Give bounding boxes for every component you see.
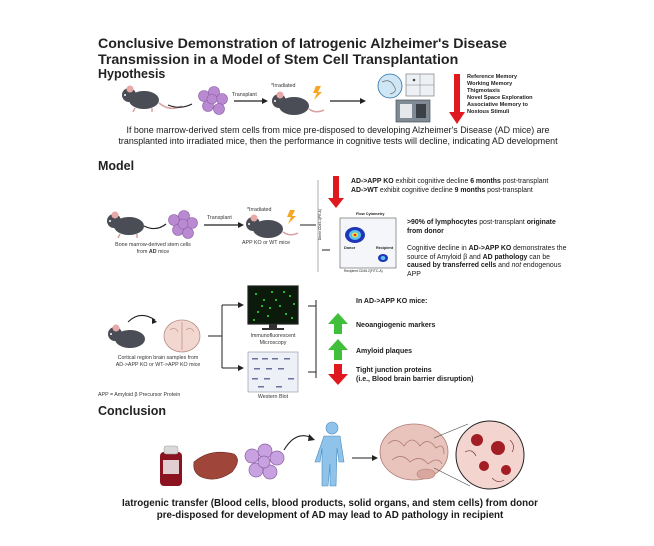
flow-xlabel: Recipient CD45.2(FITC-A) <box>344 269 383 273</box>
brain-icon <box>379 423 449 481</box>
memory-test-item: Novel Space Exploration <box>467 95 533 101</box>
memory-test-item: Working Memory <box>467 81 513 87</box>
donor-caption: Bone marrow-derived stem cells from AD m… <box>115 242 191 255</box>
decline-arrow-icon <box>449 74 465 124</box>
amyloid-source-text: Cognitive decline in AD->APP KO demonstr… <box>407 245 567 278</box>
stem-cells-icon <box>168 210 198 239</box>
increase-arrow-icon <box>328 313 348 334</box>
conclusion-text: Iatrogenic transfer (Blood cells, blood … <box>122 498 538 521</box>
decline-text: AD->APP KO exhibit cognitive decline 6 m… <box>351 178 549 194</box>
decline-arrow-icon <box>328 176 344 208</box>
conclusion-heading: Conclusion <box>98 404 167 418</box>
recipient-mouse-icon <box>272 91 325 115</box>
microscopy-monitor-icon <box>247 285 299 330</box>
lightning-icon <box>287 210 296 224</box>
liver-icon <box>193 451 238 480</box>
irradiated-label: *Irradiated <box>247 207 272 213</box>
radial-maze-icon <box>405 73 435 97</box>
ko-heading: In AD->APP KO mice: <box>356 298 428 305</box>
page-title: Conclusive Demonstration of Iatrogenic A… <box>98 36 507 68</box>
transfer-arrow <box>283 435 313 451</box>
transplant-label: Transplant <box>207 215 232 221</box>
western-label: Western Blot <box>257 394 289 400</box>
flow-donor-label: Donor <box>344 246 356 250</box>
hypothesis-heading: Hypothesis <box>98 67 166 81</box>
flow-title: Flow Cytometry <box>356 212 385 216</box>
flow-cytometry-plot <box>339 217 397 269</box>
mouse-icon <box>108 324 145 348</box>
brain-caption: Cortical region brain samples from AD->A… <box>115 355 201 368</box>
memory-test-list: Reference Memory Working Memory Thigmota… <box>467 74 533 116</box>
memory-test-item: Reference Memory <box>467 74 518 80</box>
lightning-icon <box>313 86 322 100</box>
immuno-label: Immunofluorescent Microscopy <box>250 333 296 346</box>
hypothesis-text: If bone marrow-derived stem cells from m… <box>118 125 558 146</box>
irradiated-label: *Irradiated <box>271 83 296 89</box>
flow-recipient-label: Recipient <box>376 246 394 250</box>
decrease-arrow-icon <box>328 364 348 385</box>
lymphocyte-text: >90% of lymphocytes post-transplant orig… <box>407 219 556 235</box>
shock-chamber-icon <box>395 99 431 123</box>
model-heading: Model <box>98 159 135 173</box>
water-maze-icon <box>377 73 403 99</box>
blood-bag-icon <box>160 445 182 486</box>
memory-test-item: Thigmotaxis <box>467 88 500 94</box>
brain-section-icon <box>163 319 201 353</box>
marker-label: Neoangiogenic markers <box>356 322 436 329</box>
transplant-label: Transplant <box>232 92 257 98</box>
increase-arrow-icon <box>328 339 348 360</box>
stem-cells-icon <box>198 86 228 115</box>
recipient-mouse-icon <box>246 214 299 238</box>
donor-mouse-icon <box>107 211 144 239</box>
stem-cells-icon <box>244 443 285 480</box>
amyloid-plaque-zoom-icon <box>455 420 525 490</box>
memory-test-item: Noxious Stimuli <box>467 109 510 115</box>
app-footnote: APP = Amyloid β Precursor Protein <box>98 392 181 398</box>
western-blot-icon <box>247 351 299 393</box>
marker-label: Tight junction proteins (i.e., Blood bra… <box>356 367 474 383</box>
marker-label: Amyloid plaques <box>356 348 413 355</box>
memory-test-item: Associative Memory to <box>467 102 528 108</box>
recipient-caption: APP KO or WT mice <box>242 240 291 246</box>
human-body-icon <box>314 421 345 487</box>
